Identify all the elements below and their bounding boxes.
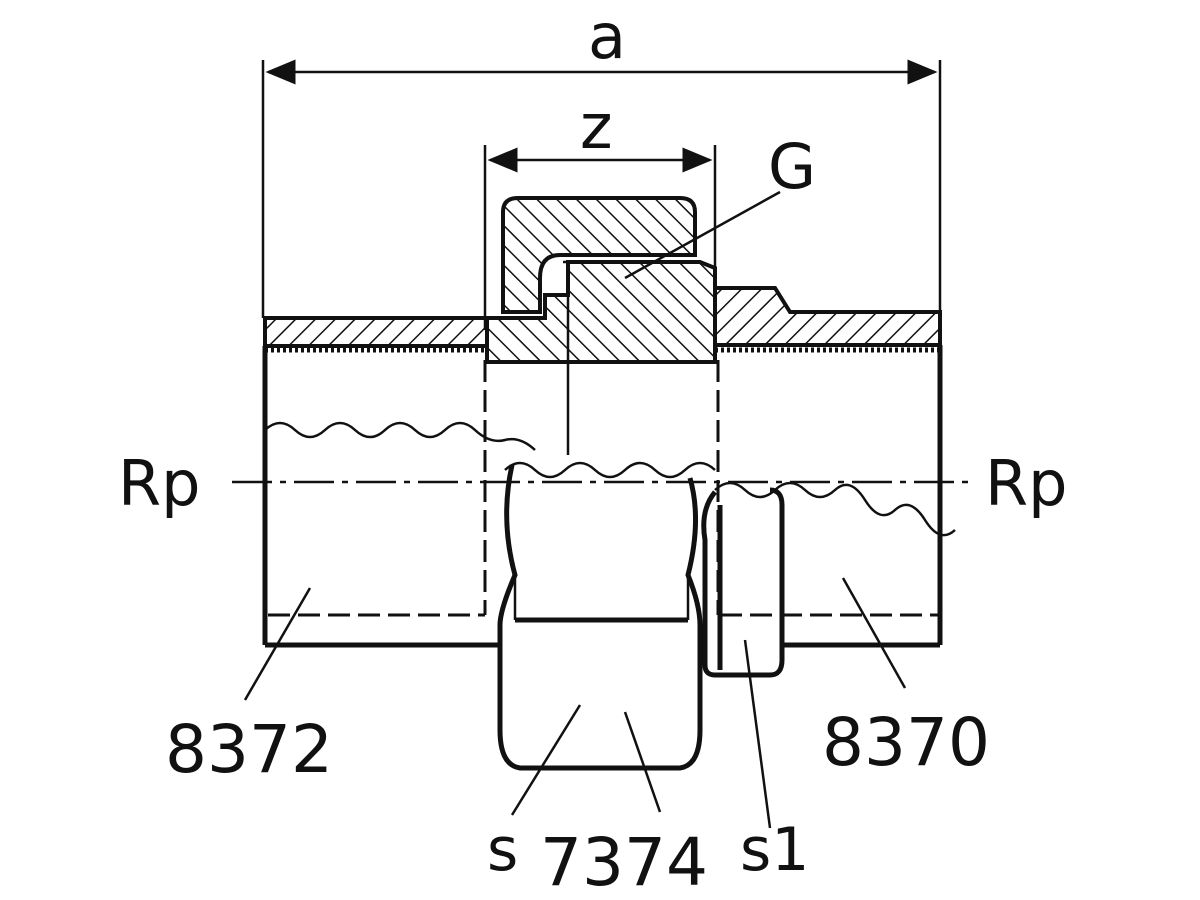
rp-left-label: Rp <box>118 447 200 520</box>
left-body-outline <box>262 346 536 648</box>
hex-nut-body <box>497 461 716 771</box>
right-body-outline <box>714 345 956 648</box>
part-8372-label: 8372 <box>165 711 333 788</box>
union-nut-section <box>485 196 717 455</box>
dim-g-label: G <box>768 130 816 203</box>
rp-right-label: Rp <box>985 447 1067 520</box>
left-fitting-section <box>263 316 489 353</box>
dim-z-label: z <box>580 90 613 163</box>
leader-8372 <box>243 587 312 701</box>
s1-label: s1 <box>740 815 809 885</box>
leader-8370 <box>841 577 907 689</box>
leader-s1 <box>743 639 772 829</box>
part-7374-label: 7374 <box>540 824 708 900</box>
dim-a-label: a <box>588 0 626 73</box>
dimension-z: z <box>483 90 717 330</box>
right-fitting-section <box>713 286 942 353</box>
s-label: s <box>487 815 518 885</box>
small-hex-nut <box>701 487 785 678</box>
leader-s <box>510 704 582 816</box>
part-8370-label: 8370 <box>822 704 990 781</box>
leader-7374 <box>623 711 662 813</box>
dimension-a: a <box>261 0 942 318</box>
dimension-G: G <box>624 130 816 280</box>
